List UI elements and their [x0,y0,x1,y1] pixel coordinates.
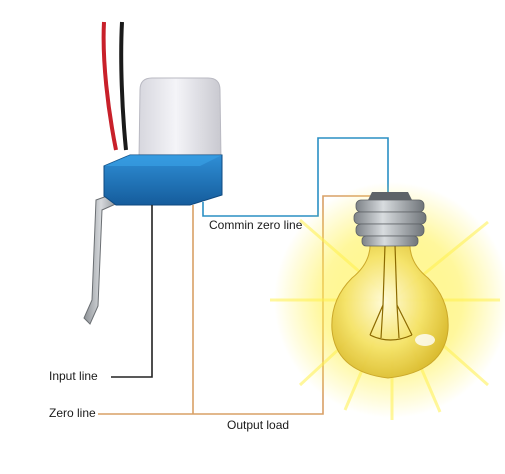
commin-zero-line-label: Commin zero line [209,218,303,232]
light-bulb-icon [270,182,505,420]
bulb-contact [368,192,412,200]
input-wire [111,205,153,378]
commin-zero-wire [202,137,389,217]
mounting-bracket [83,194,119,325]
black-wire [119,21,128,151]
input-line-label: Input line [49,369,98,383]
output-load-label: Output load [227,418,290,432]
bulb-socket [361,235,419,247]
sensor-dome [138,77,222,161]
bulb-filament [369,244,413,341]
red-wire [101,21,118,151]
photocell-light-sensor-icon [83,21,223,325]
zero-line-label: Zero line [49,406,96,420]
